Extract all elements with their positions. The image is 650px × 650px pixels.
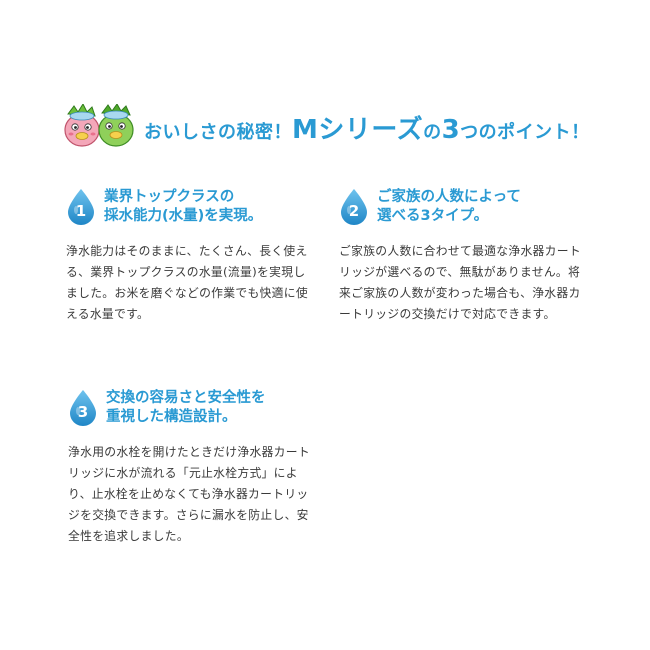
point-title-line1: 業界トップクラスの	[104, 189, 235, 205]
point-body: ご家族の人数に合わせて最適な浄水器カートリッジが選べるので、無駄がありません。将…	[339, 244, 581, 321]
point-number: 2	[348, 202, 360, 220]
title-series-name: Mシリーズ	[292, 114, 424, 145]
title-part2: の	[423, 121, 442, 143]
point-number: 1	[75, 202, 87, 220]
point-number: 3	[77, 403, 89, 421]
page-header: おいしさの秘密！Mシリーズの3つのポイント！	[62, 104, 590, 150]
title-part3: つのポイント！	[460, 121, 590, 143]
point-1: 1 業界トップクラスの 採水能力(水量)を実現。 浄水能力はそのままに、たくさん…	[66, 188, 311, 325]
mascots	[62, 104, 136, 150]
water-drop-icon: 1	[66, 188, 96, 226]
point-header: 3 交換の容易さと安全性を 重視した構造設計。	[68, 389, 313, 427]
mascot-green-kappa-icon	[98, 104, 134, 147]
point-title: ご家族の人数によって 選べる3タイプ。	[377, 188, 521, 226]
mascot-pink-kappa-icon	[64, 104, 100, 147]
point-3: 3 交換の容易さと安全性を 重視した構造設計。 浄水用の水栓を開けたときだけ浄水…	[68, 389, 313, 547]
water-drop-icon: 3	[68, 389, 98, 427]
water-drop-icon: 2	[339, 188, 369, 226]
point-title: 交換の容易さと安全性を 重視した構造設計。	[106, 389, 266, 427]
point-header: 2 ご家族の人数によって 選べる3タイプ。	[339, 188, 584, 226]
title-count: 3	[441, 114, 461, 145]
title-part1: おいしさの秘密！	[144, 121, 292, 143]
point-header: 1 業界トップクラスの 採水能力(水量)を実現。	[66, 188, 311, 226]
page-title: おいしさの秘密！Mシリーズの3つのポイント！	[144, 109, 590, 146]
point-title-line2: 選べる3タイプ。	[377, 208, 489, 224]
point-title-line2: 採水能力(水量)を実現。	[104, 208, 263, 224]
point-title-line2: 重視した構造設計。	[106, 409, 237, 425]
point-body: 浄水能力はそのままに、たくさん、長く使える、業界トップクラスの水量(流量)を実現…	[66, 244, 308, 321]
point-body: 浄水用の水栓を開けたときだけ浄水器カートリッジに水が流れる「元止水栓方式」により…	[68, 445, 310, 543]
point-title-line1: ご家族の人数によって	[377, 189, 521, 205]
point-title: 業界トップクラスの 採水能力(水量)を実現。	[104, 188, 262, 226]
point-title-line1: 交換の容易さと安全性を	[106, 390, 266, 406]
point-2: 2 ご家族の人数によって 選べる3タイプ。 ご家族の人数に合わせて最適な浄水器カ…	[339, 188, 584, 325]
